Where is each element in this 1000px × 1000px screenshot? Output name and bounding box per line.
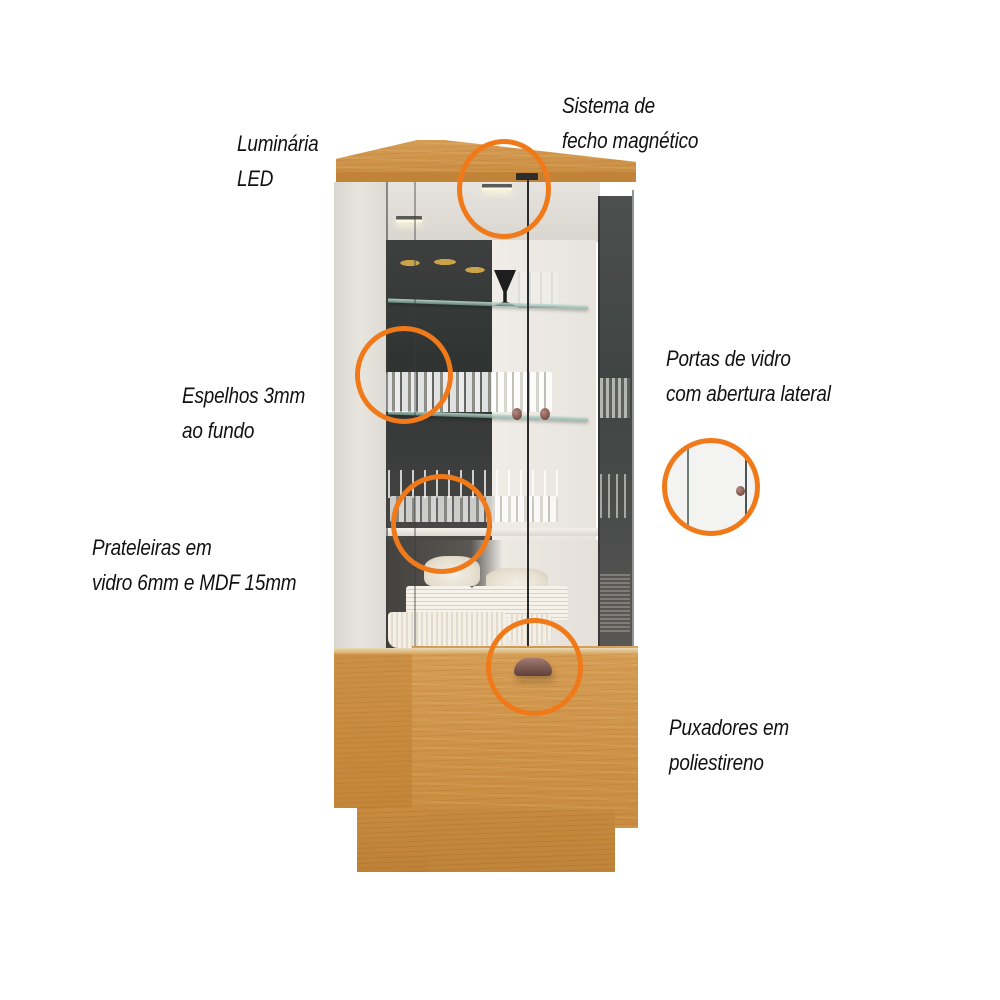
right-panel-plates — [600, 574, 630, 634]
door-knob-icon — [736, 486, 745, 496]
label-mirrors: Espelhos 3mm ao fundo — [182, 378, 305, 448]
drawer-top-lip — [334, 648, 638, 654]
plate-stack — [406, 586, 472, 616]
glass-door-edge — [527, 180, 529, 652]
label-line: ao fundo — [182, 418, 255, 443]
black-gold-glasses — [390, 258, 490, 300]
door-edge-line — [745, 443, 747, 531]
callout-circle-door-detail — [662, 438, 760, 536]
glass-door-edge — [632, 190, 634, 650]
callout-circle-shelves — [391, 474, 492, 574]
label-magnetic-lock: Sistema de fecho magnético — [562, 88, 698, 158]
door-knob — [512, 408, 522, 420]
label-glass-doors: Portas de vidro com abertura lateral — [666, 341, 831, 411]
plinth-side — [357, 808, 429, 872]
label-line: Puxadores em — [669, 715, 789, 740]
label-line: vidro 6mm e MDF 15mm — [92, 570, 297, 595]
door-edge-line — [687, 443, 689, 531]
callout-circle-mirrors — [355, 326, 453, 424]
label-line: Prateleiras em — [92, 535, 212, 560]
label-line: Sistema de — [562, 93, 655, 118]
door-knob — [540, 408, 550, 420]
callout-circle-magnetic-lock — [457, 139, 551, 239]
teacups — [388, 612, 506, 648]
label-line: Portas de vidro — [666, 346, 791, 371]
callout-circle-handles — [486, 618, 583, 716]
label-line: com abertura lateral — [666, 381, 831, 406]
right-panel-glassware — [600, 378, 630, 418]
plinth-front — [429, 810, 615, 872]
label-led-light: Luminária LED — [237, 126, 319, 196]
mdf-shelf — [386, 528, 598, 536]
label-line: Espelhos 3mm — [182, 383, 306, 408]
drawer-side — [334, 648, 412, 808]
label-handles: Puxadores em poliestireno — [669, 710, 789, 780]
label-line: fecho magnético — [562, 128, 699, 153]
label-line: poliestireno — [669, 750, 764, 775]
label-line: LED — [237, 166, 274, 191]
label-shelves: Prateleiras em vidro 6mm e MDF 15mm — [92, 530, 297, 600]
glass-door-edge — [598, 196, 600, 650]
cabinet-left-side — [334, 182, 386, 654]
right-panel-glassware — [600, 474, 630, 518]
led-light-icon — [396, 216, 422, 223]
label-line: Luminária — [237, 131, 319, 156]
